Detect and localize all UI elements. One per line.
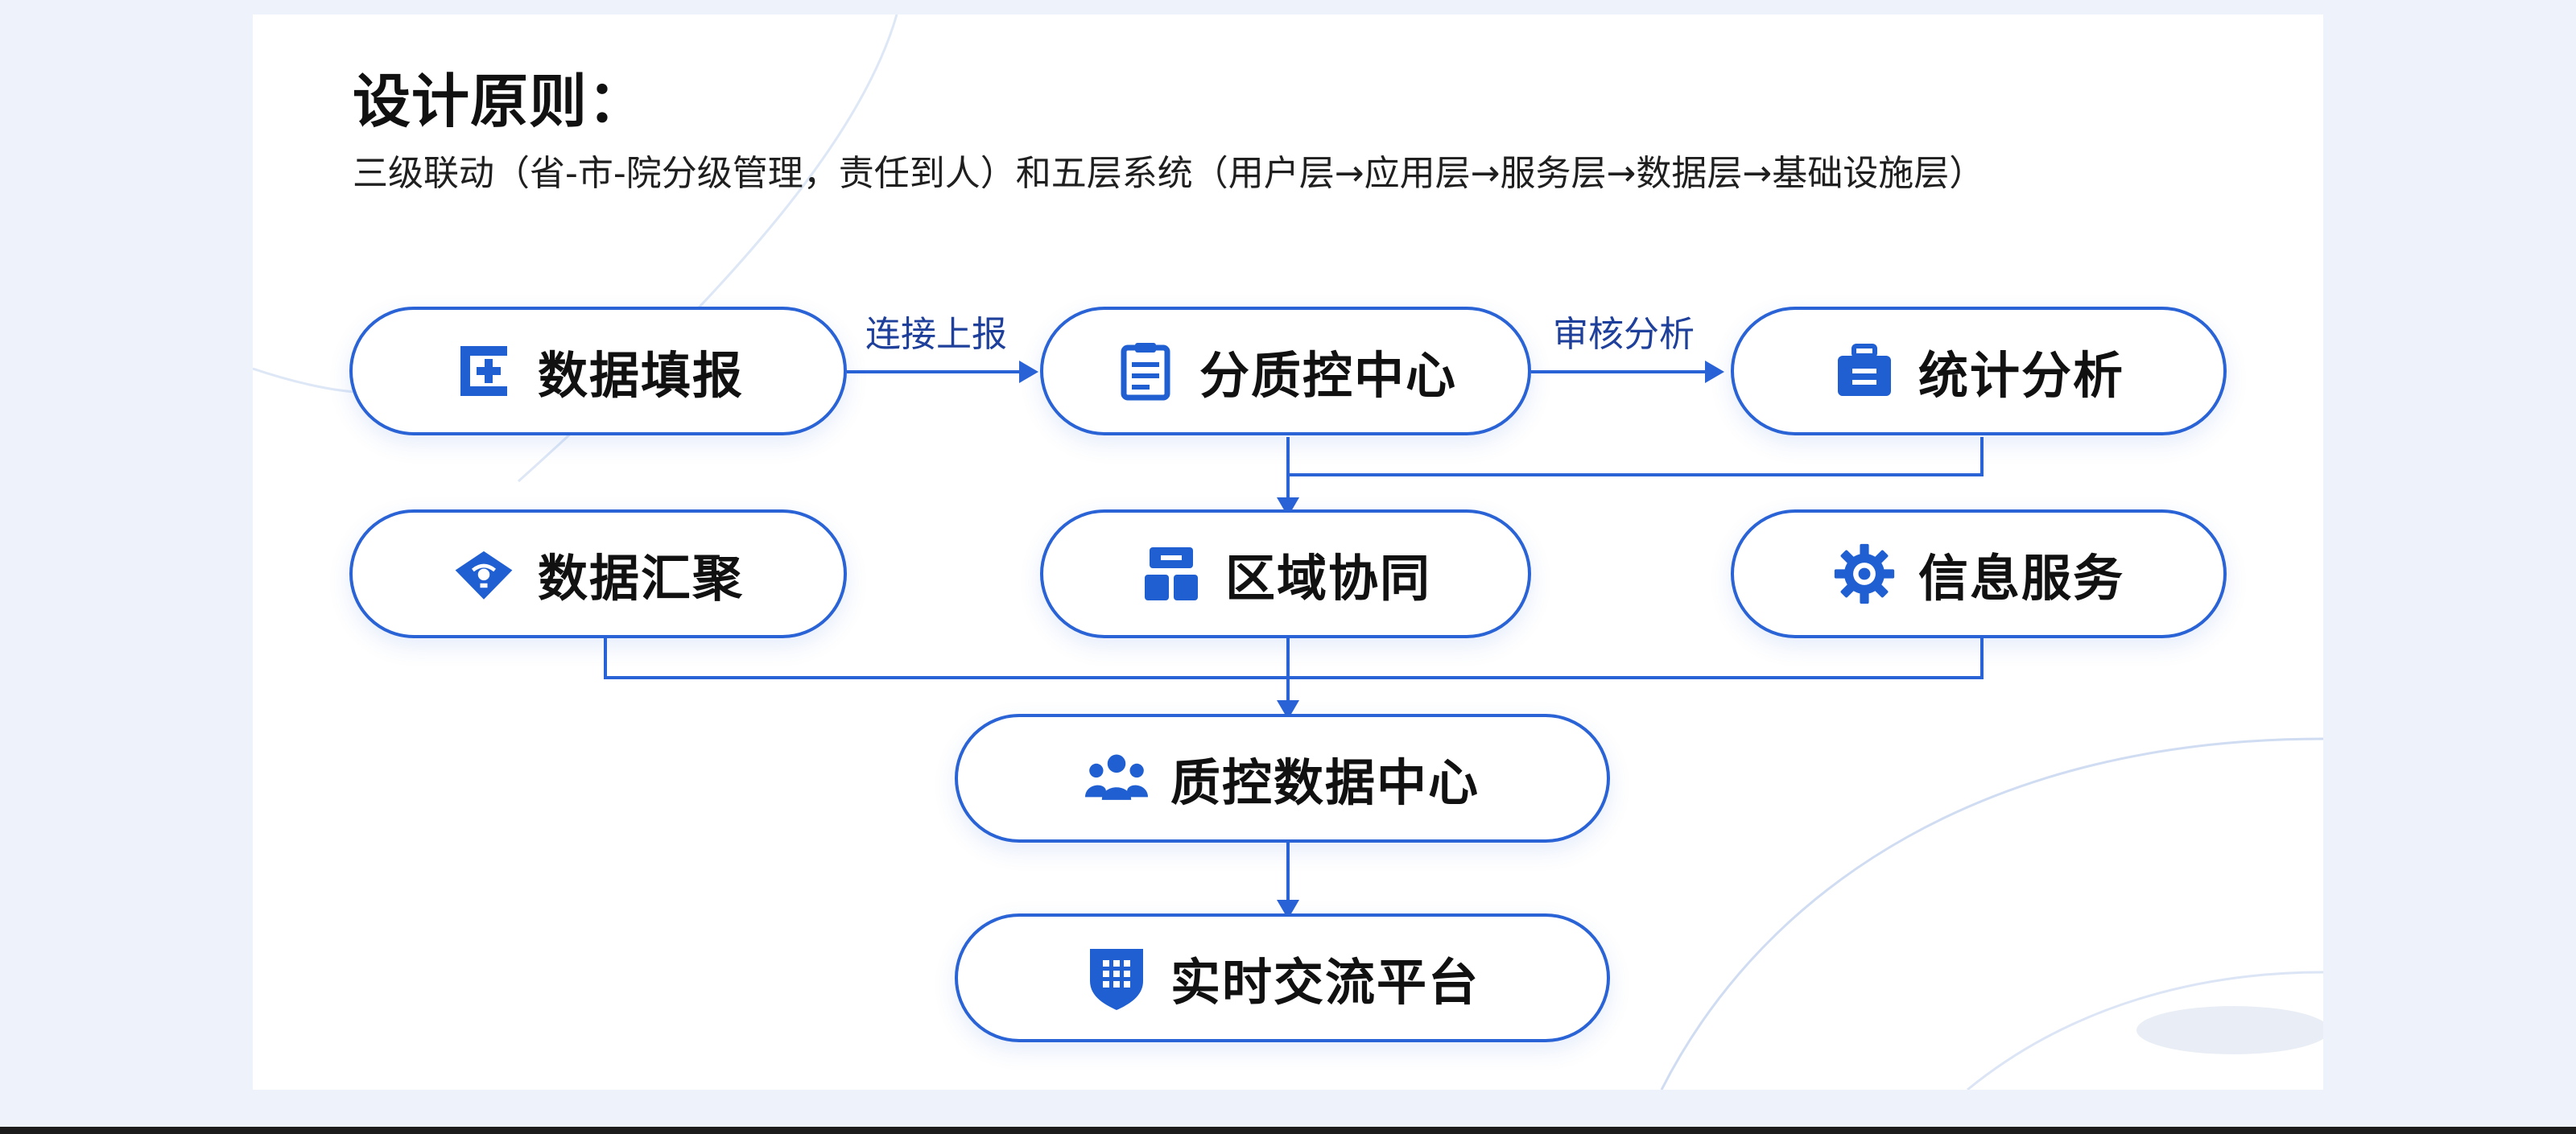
node-label: 质控数据中心 — [1170, 753, 1480, 812]
gear-icon — [1833, 542, 1896, 605]
bottom-strip — [0, 1127, 2576, 1134]
edge-label-review-analysis: 审核分析 — [1553, 314, 1695, 355]
flow-connectors — [604, 361, 1984, 919]
briefcase-icon — [1833, 340, 1896, 402]
building-blocks-icon — [1140, 542, 1203, 605]
edge-entry-to-subqc-head — [1019, 361, 1038, 383]
node-qc-data-center[interactable]: 质控数据中心 — [955, 714, 1610, 843]
node-data-entry[interactable]: 数据填报 — [349, 307, 847, 435]
edge-aggregation-merge — [604, 638, 1984, 679]
medical-cross-icon — [452, 340, 515, 402]
node-label: 数据汇聚 — [537, 549, 744, 608]
node-label: 区域协同 — [1224, 549, 1431, 608]
node-label: 数据填报 — [537, 346, 744, 405]
node-data-aggregation[interactable]: 数据汇聚 — [349, 509, 847, 638]
node-label: 统计分析 — [1918, 346, 2124, 405]
node-label: 分质控中心 — [1199, 346, 1457, 405]
slide-canvas: 设计原则： 三级联动（省-市-院分级管理，责任到人）和五层系统（用户层→应用层→… — [253, 14, 2323, 1090]
page-subtitle: 三级联动（省-市-院分级管理，责任到人）和五层系统（用户层→应用层→服务层→数据… — [353, 153, 1985, 194]
node-label: 实时交流平台 — [1170, 953, 1480, 1012]
page-title: 设计原则： — [353, 68, 647, 135]
node-stat-analysis[interactable]: 统计分析 — [1731, 307, 2227, 435]
edge-stats-to-collab — [1288, 437, 1984, 476]
node-realtime-platform[interactable]: 实时交流平台 — [955, 913, 1610, 1042]
edge-label-connect-report: 连接上报 — [865, 314, 1007, 355]
node-sub-qc-center[interactable]: 分质控中心 — [1040, 307, 1531, 435]
node-label: 信息服务 — [1918, 549, 2124, 608]
network-icon — [452, 542, 515, 605]
shield-icon — [1085, 946, 1148, 1010]
edge-subqc-to-collab-head — [1277, 497, 1299, 517]
edge-collab-to-qcdata-head — [1277, 700, 1299, 720]
users-icon — [1084, 747, 1148, 810]
clipboard-icon — [1114, 340, 1177, 402]
node-regional-collab[interactable]: 区域协同 — [1040, 509, 1531, 638]
edge-qcdata-to-platform-head — [1277, 900, 1299, 919]
node-info-service[interactable]: 信息服务 — [1731, 509, 2227, 638]
edge-subqc-to-stats-head — [1705, 361, 1724, 383]
